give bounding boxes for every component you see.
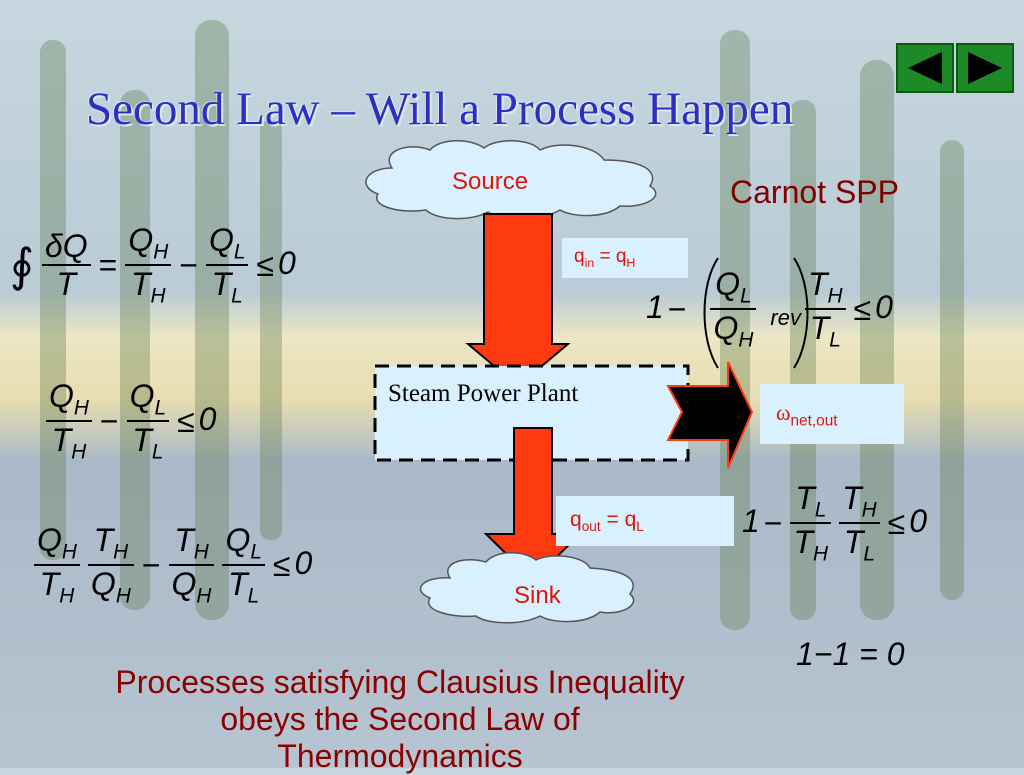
triangle-right-icon	[968, 52, 1002, 84]
steam-power-plant-label: Steam Power Plant	[388, 380, 579, 407]
slide-caption: Processes satisfying Clausius Inequality…	[115, 664, 685, 774]
q-in-box	[562, 238, 688, 278]
work-output-box	[760, 384, 904, 444]
next-slide-button[interactable]	[956, 43, 1014, 93]
heat-input-arrow	[465, 213, 571, 388]
sink-label: Sink	[514, 582, 561, 609]
slide-title: Second Law – Will a Process Happen	[86, 83, 794, 135]
source-cloud	[365, 140, 657, 220]
triangle-left-icon	[908, 52, 942, 84]
q-in-label: qin = qH	[574, 246, 636, 270]
q-out-box	[556, 496, 734, 546]
net-work-label: ωnet,out	[776, 400, 838, 430]
carnot-equation-3: 1−1 = 0	[796, 636, 905, 672]
carnot-heading: Carnot SPP	[730, 174, 899, 210]
sink-cloud	[419, 552, 635, 624]
previous-slide-button[interactable]	[896, 43, 954, 93]
q-out-label: qout = qL	[570, 508, 644, 535]
work-output-arrow	[666, 361, 754, 469]
source-label: Source	[452, 168, 529, 195]
